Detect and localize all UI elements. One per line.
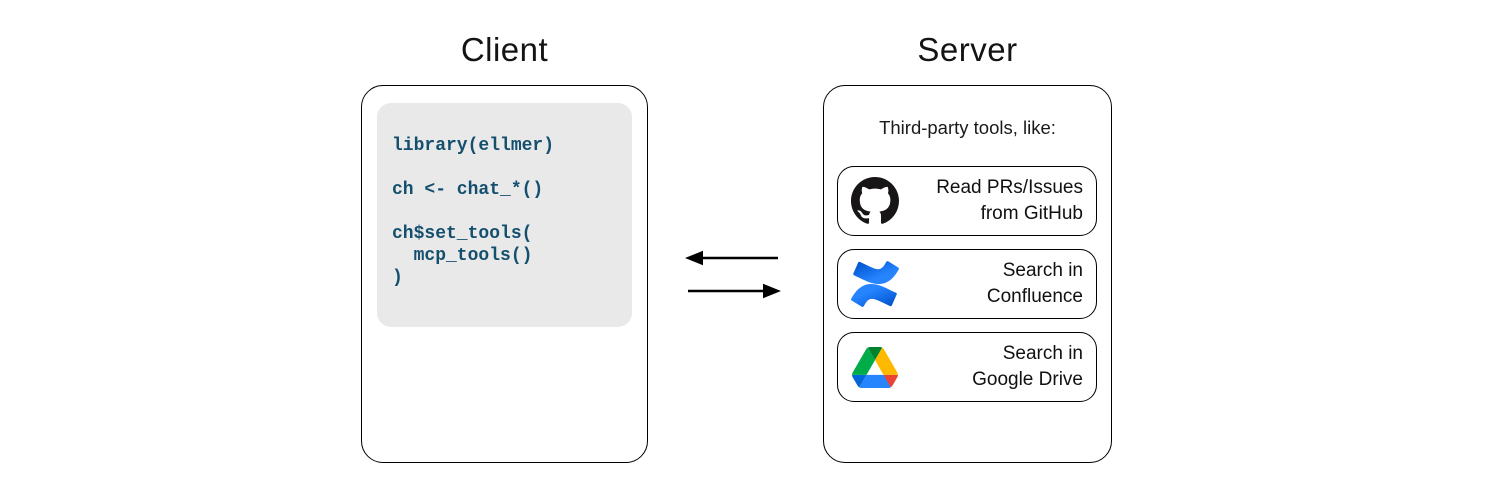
tool-label-github-line1: Read PRs/Issues	[936, 177, 1083, 198]
google-drive-icon	[850, 342, 900, 392]
server-title: Server	[917, 31, 1018, 68]
tool-card-github: Read PRs/Issues from GitHub	[837, 166, 1097, 236]
tool-label-github: Read PRs/Issues from GitHub	[900, 175, 1096, 227]
arrow-client-to-server	[688, 283, 781, 299]
tool-label-confluence: Search in Confluence	[900, 258, 1096, 310]
server-box: Third-party tools, like: Read PRs/Issues…	[823, 85, 1112, 463]
client-box: library(ellmer) ch <- chat_*() ch$set_to…	[361, 85, 648, 463]
tool-label-google-drive: Search in Google Drive	[900, 341, 1096, 393]
arrow-server-to-client	[685, 250, 778, 266]
tool-label-google-drive-line2: Google Drive	[972, 369, 1083, 390]
client-code-block: library(ellmer) ch <- chat_*() ch$set_to…	[377, 103, 632, 327]
tool-label-confluence-line2: Confluence	[986, 286, 1083, 307]
server-subtitle: Third-party tools, like:	[879, 117, 1056, 138]
client-title: Client	[460, 31, 549, 68]
tool-card-confluence: Search in Confluence	[837, 249, 1097, 319]
tool-label-google-drive-line1: Search in	[1002, 343, 1083, 364]
tool-label-github-line2: from GitHub	[980, 203, 1083, 224]
tool-card-google-drive: Search in Google Drive	[837, 332, 1097, 402]
confluence-icon	[850, 259, 900, 309]
tool-label-confluence-line1: Search in	[1002, 260, 1083, 281]
github-icon	[850, 176, 900, 226]
client-server-arrows	[685, 250, 781, 299]
